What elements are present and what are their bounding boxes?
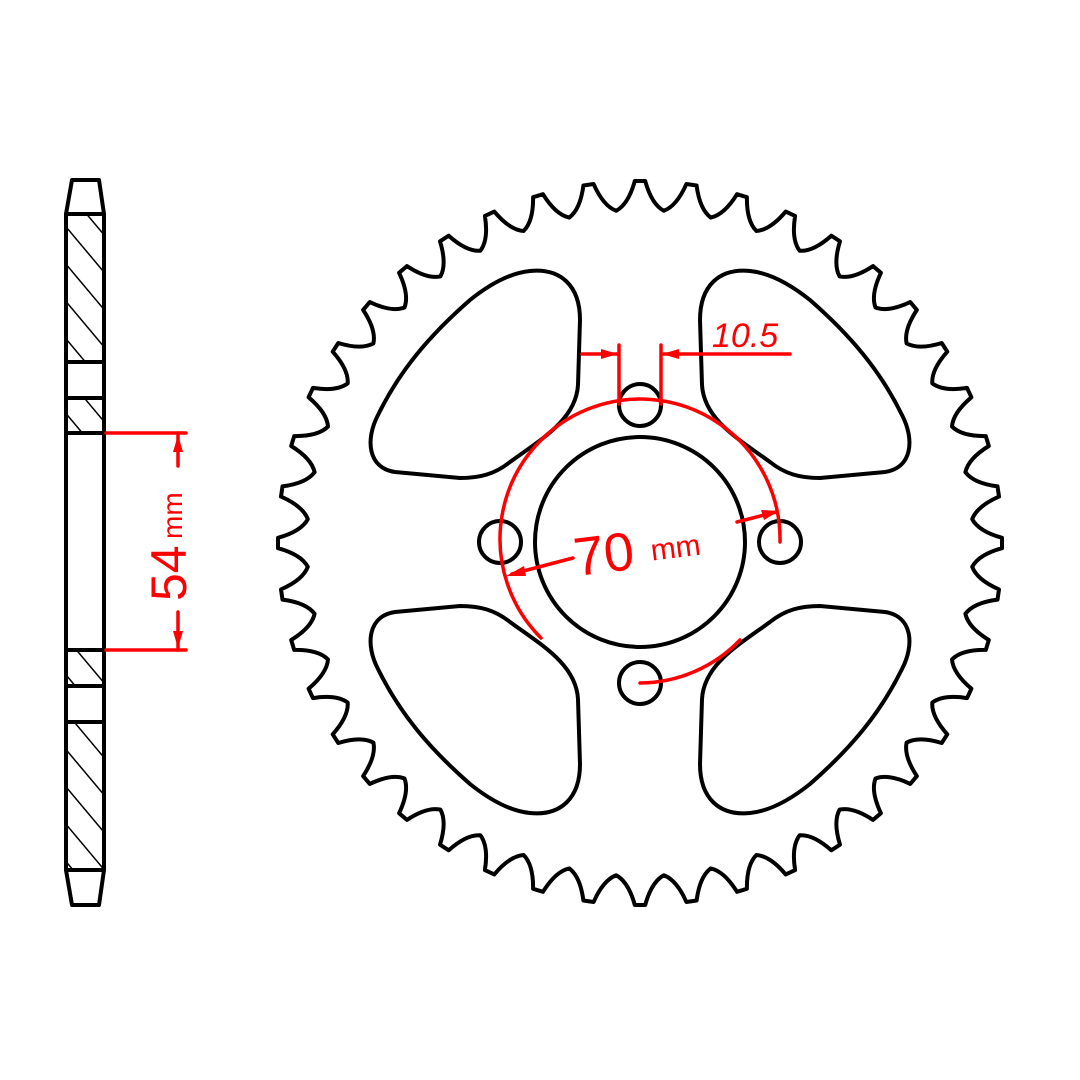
bolt-hole-top <box>617 382 663 428</box>
pcd-dimension: 70 mm <box>498 397 782 685</box>
side-view <box>64 178 106 907</box>
arrow-pcd-right-icon <box>761 510 779 520</box>
hatch-section-lower-hub <box>66 650 104 686</box>
pcd-value: 70 <box>570 521 637 588</box>
cutout-top-right <box>698 268 912 480</box>
cutout-top-left <box>368 268 582 480</box>
sprocket-teeth-outline <box>276 179 1004 907</box>
cutout-bottom-left <box>368 604 582 816</box>
arrow-down-icon <box>173 631 183 648</box>
arrow-right-icon <box>601 349 618 359</box>
hub-width-value: 54 <box>141 545 197 601</box>
cutout-bottom-right <box>698 604 912 816</box>
arrow-up-icon <box>173 435 183 452</box>
hub-width-dimension: 54 mm <box>104 431 197 652</box>
hatch-section-upper-hub <box>66 398 104 433</box>
hatch-section-bottom <box>66 722 104 870</box>
hatch-section-top <box>66 214 104 362</box>
arrow-pcd-left-icon <box>506 566 526 576</box>
bolt-hole-value: 10.5 <box>712 317 778 355</box>
center-bore <box>533 435 747 649</box>
pcd-unit: mm <box>649 529 703 568</box>
bolt-hole-dimension: 10.5 <box>580 317 792 406</box>
arrow-left-icon <box>662 349 679 359</box>
front-view <box>276 179 1004 907</box>
hub-width-unit: mm <box>157 492 188 539</box>
